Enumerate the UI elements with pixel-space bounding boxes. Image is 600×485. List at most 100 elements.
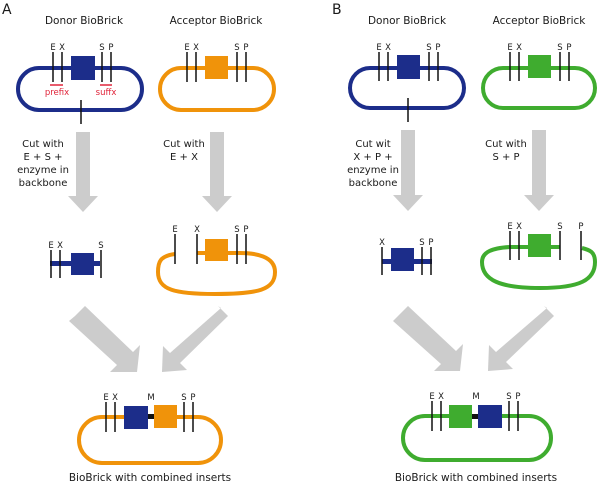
down-arrow xyxy=(68,132,98,212)
insert-block xyxy=(205,239,228,261)
plasmid-backbone xyxy=(401,414,553,462)
cut-text-line: Cut with xyxy=(485,139,527,150)
cut-text-line: backbone xyxy=(19,178,68,189)
site-label: P xyxy=(243,225,248,235)
site-label: S xyxy=(506,392,511,402)
panel-a: A Donor BioBrick Acceptor BioBrick E X S… xyxy=(2,2,278,484)
cut-text-line: backbone xyxy=(349,178,398,189)
site-label: E xyxy=(507,222,512,232)
site-label: E xyxy=(429,392,434,402)
site-label: M xyxy=(472,392,479,402)
donor-insert-block xyxy=(124,406,148,429)
cut-text-line: E + X xyxy=(170,152,198,163)
cut-text-line: enzyme in xyxy=(347,165,399,176)
site-label: P xyxy=(108,43,113,53)
site-label: X xyxy=(385,43,391,53)
plasmid-backbone xyxy=(77,415,223,465)
result-plasmid: E X M S P xyxy=(77,393,223,465)
site-label: S xyxy=(419,238,424,248)
site-label: M xyxy=(147,393,154,403)
site-label: X xyxy=(516,43,522,53)
cut-text-line: S + P xyxy=(492,152,519,163)
cut-text-line: E + S + xyxy=(24,152,63,163)
site-label: E xyxy=(376,43,381,53)
cut-text-line: enzyme in xyxy=(17,165,69,176)
site-label: S xyxy=(234,43,239,53)
suffix-label: suffx xyxy=(96,88,117,98)
merge-arrow-right xyxy=(162,306,228,372)
acceptor-plasmid: E X S P xyxy=(158,43,276,112)
down-arrow xyxy=(202,132,232,212)
donor-plasmid: E X S P xyxy=(348,43,466,122)
site-label: E xyxy=(103,393,108,403)
insert-block xyxy=(205,56,228,79)
donor-title: Donor BioBrick xyxy=(45,15,124,27)
site-label: P xyxy=(515,392,520,402)
insert-block xyxy=(528,234,551,257)
merge-arrow-left xyxy=(393,306,463,371)
site-label: X xyxy=(57,241,63,251)
plasmid-backbone xyxy=(155,251,278,297)
site-label: E xyxy=(50,43,55,53)
insert-block xyxy=(71,253,94,275)
site-label: X xyxy=(438,392,444,402)
scar-junction xyxy=(470,414,479,419)
site-label: S xyxy=(181,393,186,403)
cut-text-line: X + P + xyxy=(353,152,392,163)
acceptor-cut-plasmid: E X S P xyxy=(155,225,278,297)
result-caption: BioBrick with combined inserts xyxy=(395,472,557,484)
site-label: S xyxy=(557,222,562,232)
site-label: X xyxy=(59,43,65,53)
site-label: S xyxy=(234,225,239,235)
site-label: X xyxy=(112,393,118,403)
prefix-label: prefix xyxy=(45,88,69,98)
down-arrow xyxy=(393,130,423,211)
plasmid-backbone xyxy=(479,245,598,291)
panel-label: A xyxy=(2,2,12,18)
site-label: E xyxy=(48,241,53,251)
site-label: P xyxy=(578,222,583,232)
insert-block xyxy=(397,55,420,79)
site-label: S xyxy=(426,43,431,53)
acceptor-cut-plasmid: E X S P xyxy=(479,222,598,291)
merge-arrow-left xyxy=(69,306,140,372)
site-label: X xyxy=(379,238,385,248)
acceptor-plasmid: E X S P xyxy=(481,43,597,110)
donor-insert-block xyxy=(478,405,502,428)
site-label: E xyxy=(507,43,512,53)
acceptor-title: Acceptor BioBrick xyxy=(170,15,264,27)
site-label: P xyxy=(566,43,571,53)
donor-fragment: X S P xyxy=(379,238,434,275)
scar-junction xyxy=(146,414,155,419)
acceptor-title: Acceptor BioBrick xyxy=(493,15,587,27)
donor-plasmid: E X S P prefix suffx xyxy=(16,43,144,124)
insert-block xyxy=(71,56,95,80)
cut-text-line: Cut with xyxy=(22,139,64,150)
acceptor-cut-text: Cut with E + X xyxy=(163,139,205,163)
panel-b: B Donor BioBrick Acceptor BioBrick E X S… xyxy=(332,2,598,484)
donor-title: Donor BioBrick xyxy=(368,15,447,27)
insert-block xyxy=(528,55,551,78)
cut-text-line: Cut wit xyxy=(355,139,390,150)
acceptor-insert-block xyxy=(449,405,472,428)
site-label: S xyxy=(557,43,562,53)
site-label: P xyxy=(435,43,440,53)
result-plasmid: E X M S P xyxy=(401,392,553,462)
site-label: X xyxy=(194,225,200,235)
insert-block xyxy=(391,248,414,271)
site-label: X xyxy=(193,43,199,53)
site-label: P xyxy=(243,43,248,53)
site-label: P xyxy=(428,238,433,248)
site-label: P xyxy=(190,393,195,403)
site-label: X xyxy=(516,222,522,232)
down-arrow xyxy=(524,130,554,211)
site-label: S xyxy=(98,241,103,251)
site-label: E xyxy=(172,225,177,235)
donor-cut-text: Cut with E + S + enzyme in backbone xyxy=(17,139,69,189)
result-caption: BioBrick with combined inserts xyxy=(69,472,231,484)
site-label: E xyxy=(184,43,189,53)
merge-arrow-right xyxy=(488,306,554,371)
acceptor-insert-block xyxy=(154,405,177,428)
cut-text-line: Cut with xyxy=(163,139,205,150)
